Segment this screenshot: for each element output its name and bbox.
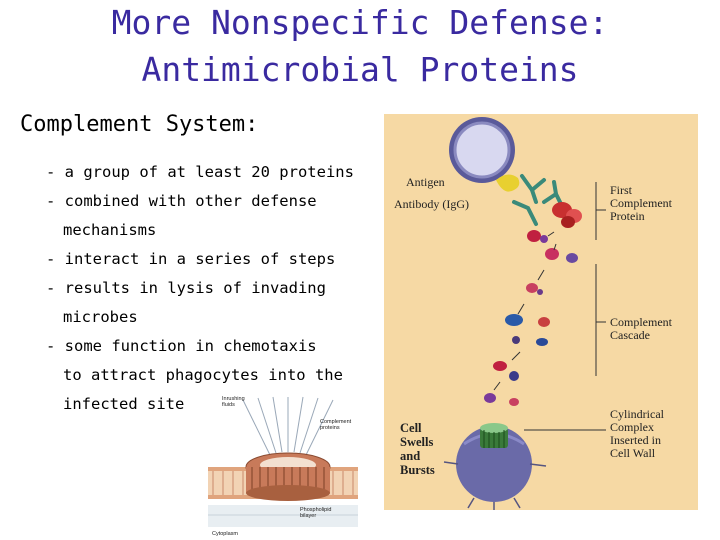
slide-title-line-2: Antimicrobial Proteins — [141, 50, 579, 89]
bullet-4: - results in lysis of invading — [46, 279, 326, 297]
bullet-5-cont: to attract phagocytes into the — [63, 366, 343, 384]
bullet-5: - some function in chemotaxis — [46, 337, 317, 355]
bullet-2-cont: mechanisms — [63, 221, 157, 239]
label-cytoplasm: Cytoplasm — [212, 531, 238, 537]
bullet-4-cont: microbes — [63, 308, 138, 326]
section-heading: Complement System: — [20, 112, 259, 137]
label-antibody: Antibody (IgG) — [394, 197, 469, 211]
label-antigen: Antigen — [406, 175, 445, 189]
bullet-3: - interact in a series of steps — [46, 250, 336, 268]
bullet-2: - combined with other defense — [46, 192, 317, 210]
bullet-1: - a group of at least 20 proteins — [46, 163, 354, 181]
slide-title-line-1: More Nonspecific Defense: — [111, 3, 609, 42]
bullet-5-cont-2: infected site — [63, 395, 185, 413]
